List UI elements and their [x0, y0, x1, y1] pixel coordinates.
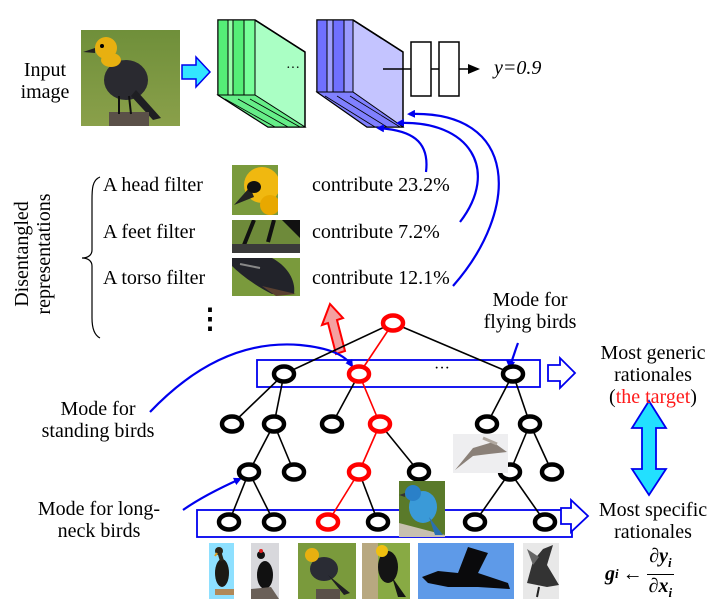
tree-node — [319, 414, 345, 434]
yellow-headed-blackbird-image-2 — [362, 543, 410, 599]
generic-right-arrow-icon — [547, 355, 577, 391]
generic-line1: Most generic — [600, 342, 706, 364]
standing-birds-label: Mode for standing birds — [28, 398, 168, 442]
most-generic-rationales-label: Most generic rationales (the target) — [583, 342, 723, 408]
target-paren-open: ( — [609, 386, 616, 408]
double-arrow-icon — [630, 399, 668, 497]
tree-node — [532, 512, 558, 532]
tree-node — [219, 414, 245, 434]
more-filters-ellipsis: ⋮ — [196, 304, 224, 335]
filter-contribution-head: contribute 23.2% — [312, 174, 450, 196]
filter-name-feet: A feet filter — [103, 221, 196, 243]
filter-contribution-torso: contribute 12.1% — [312, 267, 450, 289]
flying-bird-image — [453, 434, 508, 473]
filters-brace — [81, 176, 101, 339]
tree-node — [365, 512, 391, 532]
longneck-label-line1: Mode for long- — [37, 498, 161, 520]
tree-node — [406, 462, 432, 482]
standing-label-line2: standing birds — [41, 420, 155, 442]
formula-den-sub: i — [668, 584, 673, 600]
formula-denominator: ∂xi — [647, 575, 675, 604]
target-annotation: (the target) — [583, 386, 723, 408]
yellow-headed-blackbird-image-1 — [298, 543, 356, 599]
disentangled-line1: Disentangled — [11, 201, 33, 307]
longneck-label-line2: neck birds — [57, 520, 141, 542]
tree-node — [462, 512, 488, 532]
conv-layers-green — [216, 19, 307, 128]
formula-den-text: ∂x — [648, 574, 669, 597]
tree-node — [271, 364, 297, 384]
tree-node — [539, 462, 565, 482]
indigo-bunting-image — [399, 481, 445, 537]
formula-numerator: ∂yi — [647, 544, 674, 575]
tree-node — [261, 414, 287, 434]
head-filter-image — [232, 165, 278, 215]
formula-lhs-sub: i — [615, 566, 619, 581]
contribution-feedback-arrows — [376, 109, 500, 287]
tree-node-highlighted — [380, 313, 406, 333]
torso-filter-image — [232, 258, 300, 296]
output-value: y=0.9 — [494, 57, 542, 79]
tree-edge — [283, 322, 394, 375]
disentangled-line2: representations — [33, 193, 55, 315]
tree-node-highlighted — [315, 512, 341, 532]
filter-name-torso: A torso filter — [103, 267, 206, 289]
disentangled-vertical-label: Disentangled representations — [11, 169, 55, 339]
input-arrow-icon — [181, 55, 212, 89]
tree-node — [281, 462, 307, 482]
specific-line2: rationales — [614, 521, 692, 543]
formula-lhs: g — [605, 562, 615, 585]
flying-label-line1: Mode for — [492, 289, 568, 311]
input-bird-image — [81, 30, 180, 126]
standing-label-line1: Mode for — [60, 398, 136, 420]
tree-node — [261, 512, 287, 532]
generic-rationales-box — [256, 359, 541, 388]
conv-layers-blue — [315, 19, 405, 128]
woodpecker-image — [251, 543, 279, 599]
input-image-label: Input image — [14, 59, 76, 103]
crow-landing-image — [523, 543, 559, 599]
input-label-line1: Input — [23, 59, 67, 81]
formula-num-sub: i — [667, 554, 672, 570]
tree-nodes — [216, 313, 565, 532]
flying-birds-label: Mode for flying birds — [470, 289, 590, 333]
long-neck-birds-label: Mode for long- neck birds — [24, 498, 174, 542]
flying-label-line2: flying birds — [483, 311, 577, 333]
tree-node — [517, 414, 543, 434]
tree-node — [216, 512, 242, 532]
input-label-line2: image — [20, 81, 70, 103]
formula-arrow: ← — [622, 562, 643, 585]
tree-node-highlighted — [346, 462, 372, 482]
tree-edge — [231, 373, 285, 425]
fc-layers — [383, 41, 480, 97]
formula-fraction: ∂yi ∂xi — [647, 545, 675, 604]
network-ellipsis: ··· — [286, 61, 300, 76]
tree-node — [500, 364, 526, 384]
tree-edge — [392, 322, 514, 375]
tree-node-highlighted — [346, 364, 372, 384]
specific-line1: Most specific — [598, 499, 708, 521]
target-paren-close: ) — [690, 386, 697, 408]
tree-node — [236, 462, 262, 482]
cormorant-image — [209, 543, 234, 599]
filter-contribution-feet: contribute 7.2% — [312, 221, 440, 243]
most-specific-rationales-label: Most specific rationales — [583, 499, 723, 543]
target-text: the target — [615, 386, 691, 408]
generic-line2: rationales — [614, 364, 692, 386]
filter-name-head: A head filter — [103, 174, 203, 196]
formula-num-text: ∂y — [649, 544, 668, 567]
specific-right-arrow-icon — [560, 497, 590, 535]
tree-node-highlighted — [367, 414, 393, 434]
tree-level-ellipsis: ··· — [434, 360, 450, 377]
feet-filter-image — [232, 220, 300, 253]
tree-node — [474, 414, 500, 434]
crow-flying-image — [418, 543, 514, 599]
